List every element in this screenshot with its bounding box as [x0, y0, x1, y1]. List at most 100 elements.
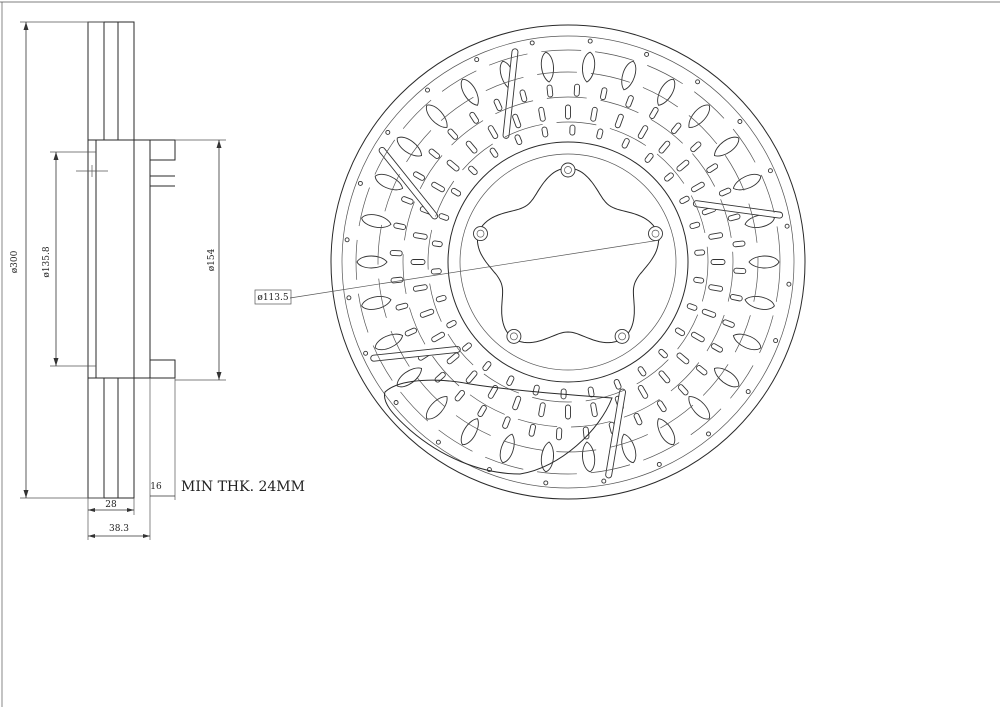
small-slot [482, 361, 492, 372]
teardrop-vent [744, 296, 775, 310]
teardrop-vent [460, 418, 479, 446]
small-slot [512, 113, 522, 129]
small-slot [434, 371, 446, 383]
dot [474, 57, 480, 63]
small-slot [732, 240, 746, 248]
small-slot [514, 134, 523, 145]
dot [344, 237, 350, 243]
small-slot [637, 385, 649, 399]
small-slot [621, 138, 630, 149]
section-view: ø300 ø135.8 ø154 28 38.3 16 MIN THK. 24M… [10, 21, 305, 540]
dim-overall-height: 38.3 [109, 524, 129, 534]
bolt-holes [473, 162, 663, 344]
small-slot [512, 395, 522, 411]
pattern-ring [427, 121, 709, 403]
teardrop-vent [732, 173, 762, 191]
bolt-hole [473, 226, 488, 242]
center-bore [477, 167, 659, 344]
teardrop-vent [748, 255, 780, 269]
teardrop-vent [374, 173, 404, 191]
small-slot [689, 221, 701, 230]
dim-overall-diameter: ø300 [10, 250, 20, 273]
small-slot [431, 240, 443, 248]
min-thickness-note: MIN THK. 24MM [181, 479, 305, 495]
small-slot [487, 125, 499, 139]
dot [601, 478, 607, 484]
pattern-ring [355, 49, 781, 475]
small-slot [686, 303, 698, 311]
face-view: ø113.5 [254, 24, 806, 500]
small-slot [565, 104, 571, 120]
small-slot [658, 140, 671, 154]
small-slot [487, 385, 499, 399]
dim-hat-thickness: 16 [150, 482, 162, 492]
hat-bore [95, 139, 151, 379]
small-slot [469, 111, 480, 124]
upper-vane-gap [103, 21, 119, 141]
small-slot [569, 124, 576, 136]
bolt-hole [614, 328, 630, 344]
long-slot [370, 345, 461, 362]
dot [435, 439, 441, 445]
teardrop-vent [396, 367, 422, 388]
small-slot [519, 89, 528, 103]
teardrop-vent [621, 433, 637, 464]
dot [644, 51, 650, 57]
small-slot [613, 379, 622, 390]
small-slot [555, 427, 563, 441]
small-slot [590, 106, 598, 122]
small-slot [438, 213, 450, 221]
small-slot [676, 352, 690, 365]
small-slot [733, 267, 747, 275]
small-slot [664, 172, 674, 182]
small-slot [502, 416, 511, 429]
teardrop-vent [688, 396, 711, 420]
dim-bolt-circle: ø113.5 [257, 293, 288, 303]
small-slot [404, 327, 418, 337]
small-slot [674, 327, 686, 337]
small-slot [696, 365, 708, 376]
small-slot [446, 352, 460, 365]
dot [786, 281, 792, 287]
teardrop-vent [460, 78, 479, 106]
small-slot [493, 98, 503, 112]
teardrop-vent [374, 333, 404, 351]
teardrop-vent [499, 433, 515, 464]
small-slot [419, 308, 435, 318]
small-slot [690, 141, 702, 153]
small-slot [390, 276, 404, 284]
teardrop-vent [582, 441, 596, 473]
dot [767, 168, 773, 174]
dot [425, 87, 430, 93]
small-slot [401, 196, 414, 205]
small-slot [614, 113, 624, 129]
small-slot [573, 83, 581, 97]
bolt-hole [648, 226, 663, 242]
small-slot [706, 163, 719, 174]
dot [543, 480, 549, 486]
teardrop-vent [657, 418, 676, 446]
dot [393, 400, 399, 405]
bcd-leader [289, 239, 661, 299]
dot [695, 79, 701, 85]
teardrop-vent [361, 296, 392, 310]
teardrop-vent [361, 214, 392, 228]
bcd-label-box [254, 289, 292, 305]
small-slot [565, 404, 571, 420]
small-slot [410, 259, 426, 265]
lower-vane-gap [103, 377, 119, 499]
long-slot [692, 200, 784, 219]
small-slot [431, 331, 445, 343]
small-slot [465, 140, 478, 154]
bolt-hole-inner [651, 229, 660, 238]
dot [706, 431, 711, 437]
small-slot [600, 87, 608, 101]
small-slot [541, 126, 549, 138]
small-slot [718, 187, 732, 197]
small-slot [676, 159, 690, 172]
bolt-hole-inner [564, 166, 572, 174]
small-slot [649, 107, 659, 119]
pattern-arcs [355, 49, 781, 475]
small-slot [596, 128, 604, 140]
small-slot [701, 308, 717, 318]
